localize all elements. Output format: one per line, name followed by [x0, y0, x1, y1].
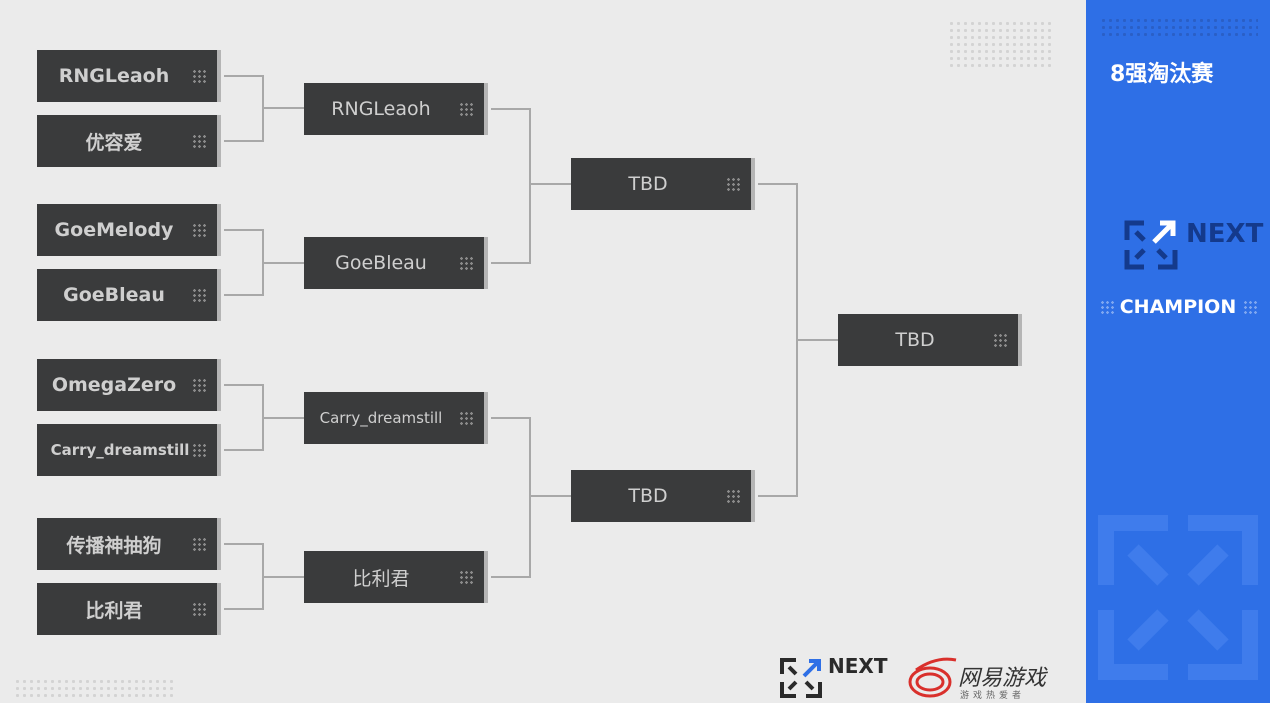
match-slot-r1[interactable]: GoeBleau	[37, 269, 221, 321]
grip-icon	[192, 602, 207, 617]
grip-icon	[459, 411, 474, 426]
player-name: RNGLeaoh	[58, 65, 170, 87]
match-slot-r1[interactable]: RNGLeaoh	[37, 50, 221, 102]
player-name: GoeBleau	[63, 284, 165, 306]
grip-icon	[192, 288, 207, 303]
match-slot-r2[interactable]: Carry_dreamstill	[304, 392, 488, 444]
grip-icon	[459, 102, 474, 117]
grip-icon	[993, 333, 1008, 348]
match-slot-r2[interactable]: RNGLeaoh	[304, 83, 488, 135]
grip-icon	[192, 134, 207, 149]
next-logo-text: NEXT	[1186, 219, 1264, 249]
player-name: RNGLeaoh	[331, 98, 431, 120]
match-slot-r1[interactable]: 传播神抽狗	[37, 518, 221, 570]
player-name: GoeMelody	[54, 219, 174, 241]
match-slot-semi[interactable]: TBD	[571, 158, 755, 210]
bracket-lines	[224, 75, 838, 610]
player-name: 比利君	[85, 599, 143, 622]
player-name: TBD	[628, 173, 668, 195]
decorative-dots	[1100, 17, 1258, 39]
player-name: OmegaZero	[51, 374, 177, 396]
player-name: GoeBleau	[335, 252, 427, 274]
match-slot-r1[interactable]: 比利君	[37, 583, 221, 635]
match-slot-r1[interactable]: 优容爱	[37, 115, 221, 167]
player-name: Carry_dreamstill	[50, 441, 190, 459]
next-watermark-icon	[1098, 515, 1258, 680]
grip-icon	[459, 570, 474, 585]
player-name: 传播神抽狗	[66, 534, 162, 557]
match-slot-r2[interactable]: 比利君	[304, 551, 488, 603]
match-slot-r1[interactable]: OmegaZero	[37, 359, 221, 411]
grip-icon	[192, 443, 207, 458]
player-name: Carry_dreamstill	[319, 409, 443, 427]
match-slot-r1[interactable]: Carry_dreamstill	[37, 424, 221, 476]
netease-logo-icon	[908, 657, 957, 698]
player-name: 优容爱	[85, 131, 143, 154]
grip-icon	[192, 378, 207, 393]
grip-icon	[726, 177, 741, 192]
next-footer-text: NEXT	[828, 654, 888, 678]
decorative-dots	[14, 678, 174, 700]
dots-icon	[1100, 300, 1115, 315]
player-name: 比利君	[352, 567, 410, 590]
player-name: TBD	[628, 485, 668, 507]
dots-icon	[1243, 300, 1258, 315]
next-logo-mark-icon	[1124, 220, 1178, 270]
stage-title: 8强淘汰赛	[1110, 62, 1214, 87]
netease-slogan: 游戏热爱者	[960, 691, 1026, 701]
champion-label: CHAMPION	[1119, 296, 1237, 318]
match-slot-semi[interactable]: TBD	[571, 470, 755, 522]
match-slot-r2[interactable]: GoeBleau	[304, 237, 488, 289]
grip-icon	[192, 69, 207, 84]
netease-logo-text: 网易游戏	[958, 666, 1047, 691]
sidebar: 8强淘汰赛 NEXT CHAMPION	[1086, 0, 1270, 703]
match-slot-r1[interactable]: GoeMelody	[37, 204, 221, 256]
next-footer-logo-icon	[780, 658, 822, 698]
player-name: TBD	[895, 329, 935, 351]
grip-icon	[192, 223, 207, 238]
grip-icon	[459, 256, 474, 271]
match-slot-final[interactable]: TBD	[838, 314, 1022, 366]
decorative-dots	[948, 20, 1053, 68]
grip-icon	[726, 489, 741, 504]
grip-icon	[192, 537, 207, 552]
